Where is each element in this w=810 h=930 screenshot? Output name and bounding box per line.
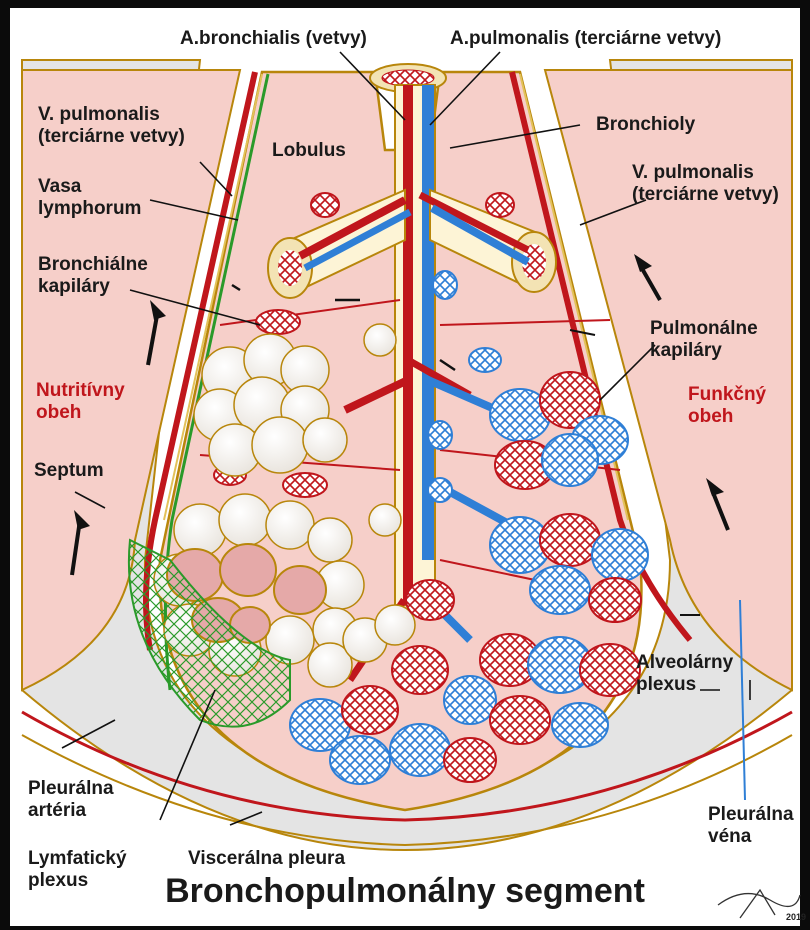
label-v-pulmonalis-right: V. pulmonalis (terciárne vetvy) — [632, 162, 779, 206]
label-nutritivny-obeh: Nutritívny obeh — [36, 380, 125, 424]
label-septum: Septum — [34, 460, 104, 482]
page-title: Bronchopulmonálny segment — [0, 872, 810, 911]
label-bronchialne-kapilary: Bronchiálne kapiláry — [38, 254, 148, 298]
label-v-pulmonalis-left: V. pulmonalis (terciárne vetvy) — [38, 104, 185, 148]
signature-year: 2019 — [786, 912, 806, 922]
label-funkcny-obeh: Funkčný obeh — [688, 384, 766, 428]
label-a-bronchialis: A.bronchialis (vetvy) — [180, 28, 367, 50]
label-lobulus: Lobulus — [272, 140, 346, 162]
label-visceralna-pleura: Viscerálna pleura — [188, 848, 345, 870]
label-pleuralna-vena: Pleurálna véna — [708, 804, 794, 848]
label-alveolarny-plexus: Alveolárny plexus — [636, 652, 733, 696]
bronchial-capillary-knot — [256, 310, 300, 334]
label-bronchioly: Bronchioly — [596, 114, 695, 136]
label-a-pulmonalis: A.pulmonalis (terciárne vetvy) — [450, 28, 721, 50]
label-pleuralna-arteria: Pleurálna artéria — [28, 778, 114, 822]
label-vasa-lymphorum: Vasa lymphorum — [38, 176, 141, 220]
label-pulmonalne-kapilary: Pulmonálne kapiláry — [650, 318, 758, 362]
